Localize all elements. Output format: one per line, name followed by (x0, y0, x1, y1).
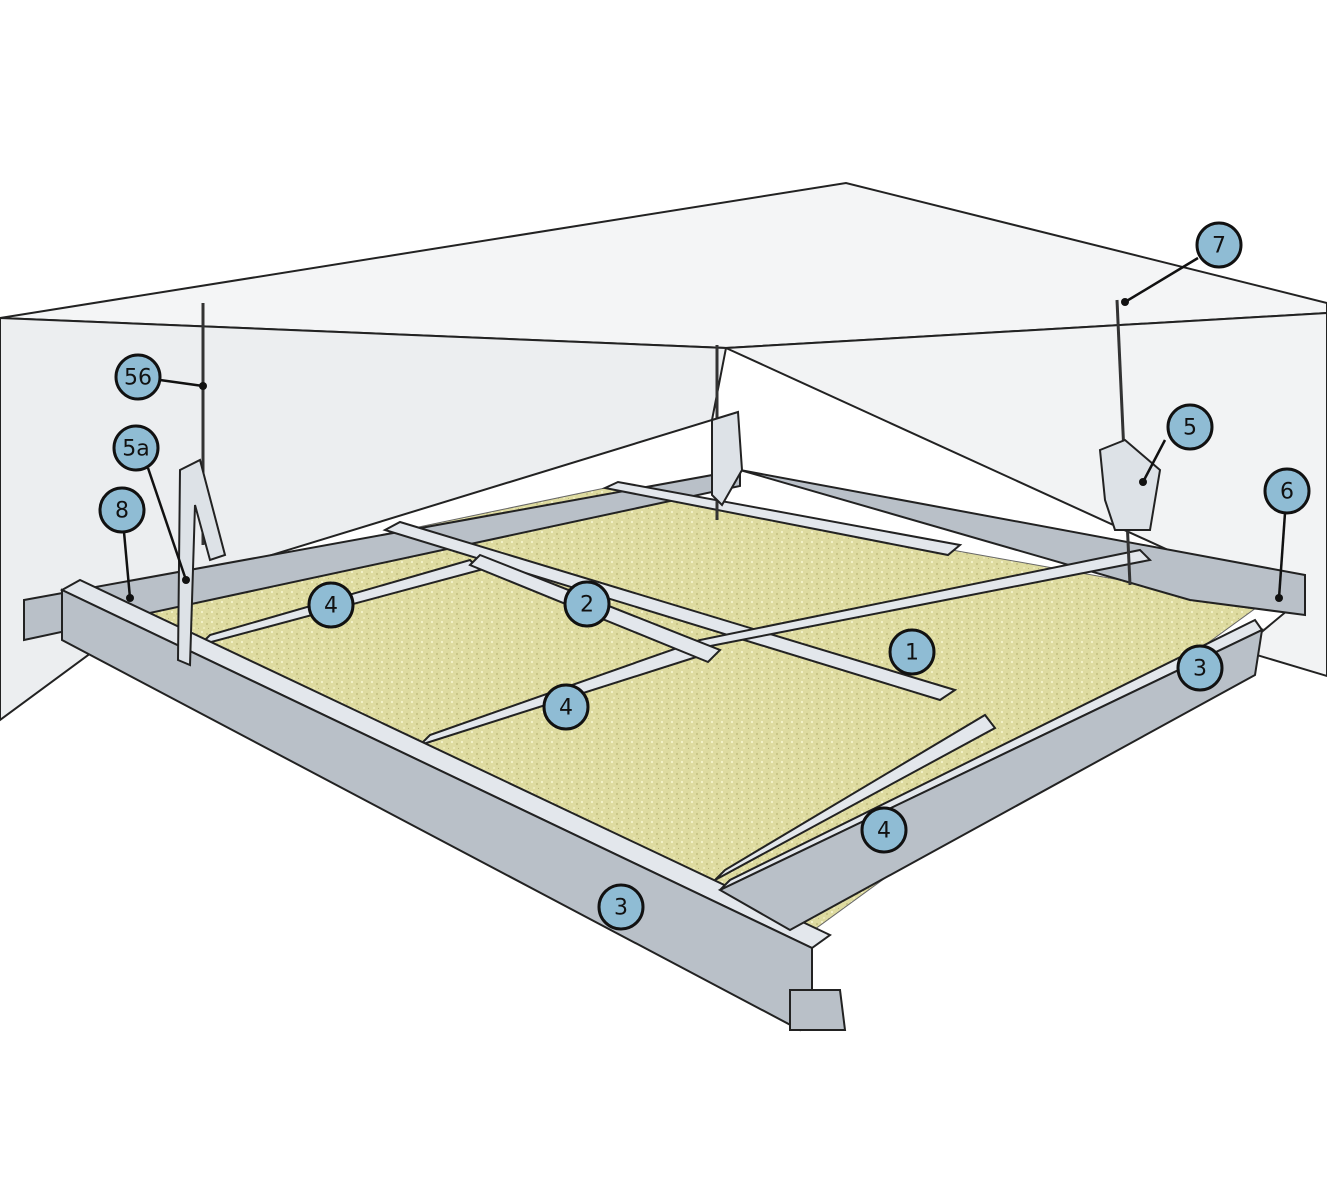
callout-leader (122, 531, 132, 599)
callout-badge (888, 628, 936, 676)
callout-leader (1277, 512, 1287, 599)
secondary-tee-back (601, 480, 963, 557)
callout-label: 7 (1212, 234, 1226, 259)
callout-leader-dot (1275, 594, 1283, 602)
callout-badge (860, 806, 908, 854)
cross-tee-back (382, 520, 958, 702)
callout-leader (1141, 439, 1167, 483)
callout-c1: 1 (888, 628, 936, 676)
hanger-right (1098, 438, 1162, 531)
callout-c4a: 4 (307, 581, 355, 629)
left-wall (0, 316, 728, 722)
callout-label: 6 (1280, 480, 1294, 505)
callout-label: 4 (559, 696, 573, 721)
callout-badge (1166, 403, 1214, 451)
callout-label: 56 (124, 366, 152, 391)
wall-angle-left (23, 468, 741, 642)
ceiling-plane (0, 181, 1327, 350)
callout-c5: 5 (1139, 403, 1214, 486)
callout-c56: 56 (114, 353, 207, 401)
wall-angle-right (739, 469, 1306, 617)
callout-label: 4 (324, 594, 338, 619)
callout-leader-dot (182, 576, 190, 584)
callout-label: 5 (1183, 416, 1197, 441)
callout-c5a: 5a (112, 424, 190, 584)
callout-label: 8 (115, 499, 129, 524)
callout-leader (146, 467, 188, 581)
callout-leader-dot (1121, 298, 1129, 306)
callout-label: 1 (905, 641, 919, 666)
callout-leader-dot (1139, 478, 1147, 486)
rail-end-tab (789, 989, 847, 1031)
callout-c7: 7 (1121, 221, 1243, 306)
callout-badge (98, 486, 146, 534)
main-runner-right-web (717, 628, 1264, 932)
callout-c2: 2 (563, 580, 611, 628)
callout-badge (114, 353, 162, 401)
callout-badge (307, 581, 355, 629)
callout-badge (597, 883, 645, 931)
callout-label: 3 (614, 896, 628, 921)
callout-c4c: 4 (860, 806, 908, 854)
callout-c3a: 3 (1176, 644, 1224, 692)
callout-badge (112, 424, 160, 472)
callout-leader-dot (126, 594, 134, 602)
callout-leader-dot (199, 382, 207, 390)
callout-badge (1263, 467, 1311, 515)
callout-leader (159, 378, 204, 388)
callout-label: 2 (580, 593, 594, 618)
cross-tee-front-right (714, 713, 997, 881)
callout-label: 5a (122, 437, 149, 462)
callout-c8: 8 (98, 486, 146, 602)
callout-leader (1124, 256, 1199, 304)
callout-c6: 6 (1263, 467, 1311, 602)
callout-label: 3 (1193, 657, 1207, 682)
callout-label: 4 (877, 819, 891, 844)
callout-badge (1176, 644, 1224, 692)
callout-badge (1195, 221, 1243, 269)
callout-badge (563, 580, 611, 628)
hanger-center (711, 410, 744, 507)
callout-badge (542, 683, 590, 731)
callout-c3b: 3 (597, 883, 645, 931)
hanger-left (176, 458, 227, 667)
callout-c4b: 4 (542, 683, 590, 731)
